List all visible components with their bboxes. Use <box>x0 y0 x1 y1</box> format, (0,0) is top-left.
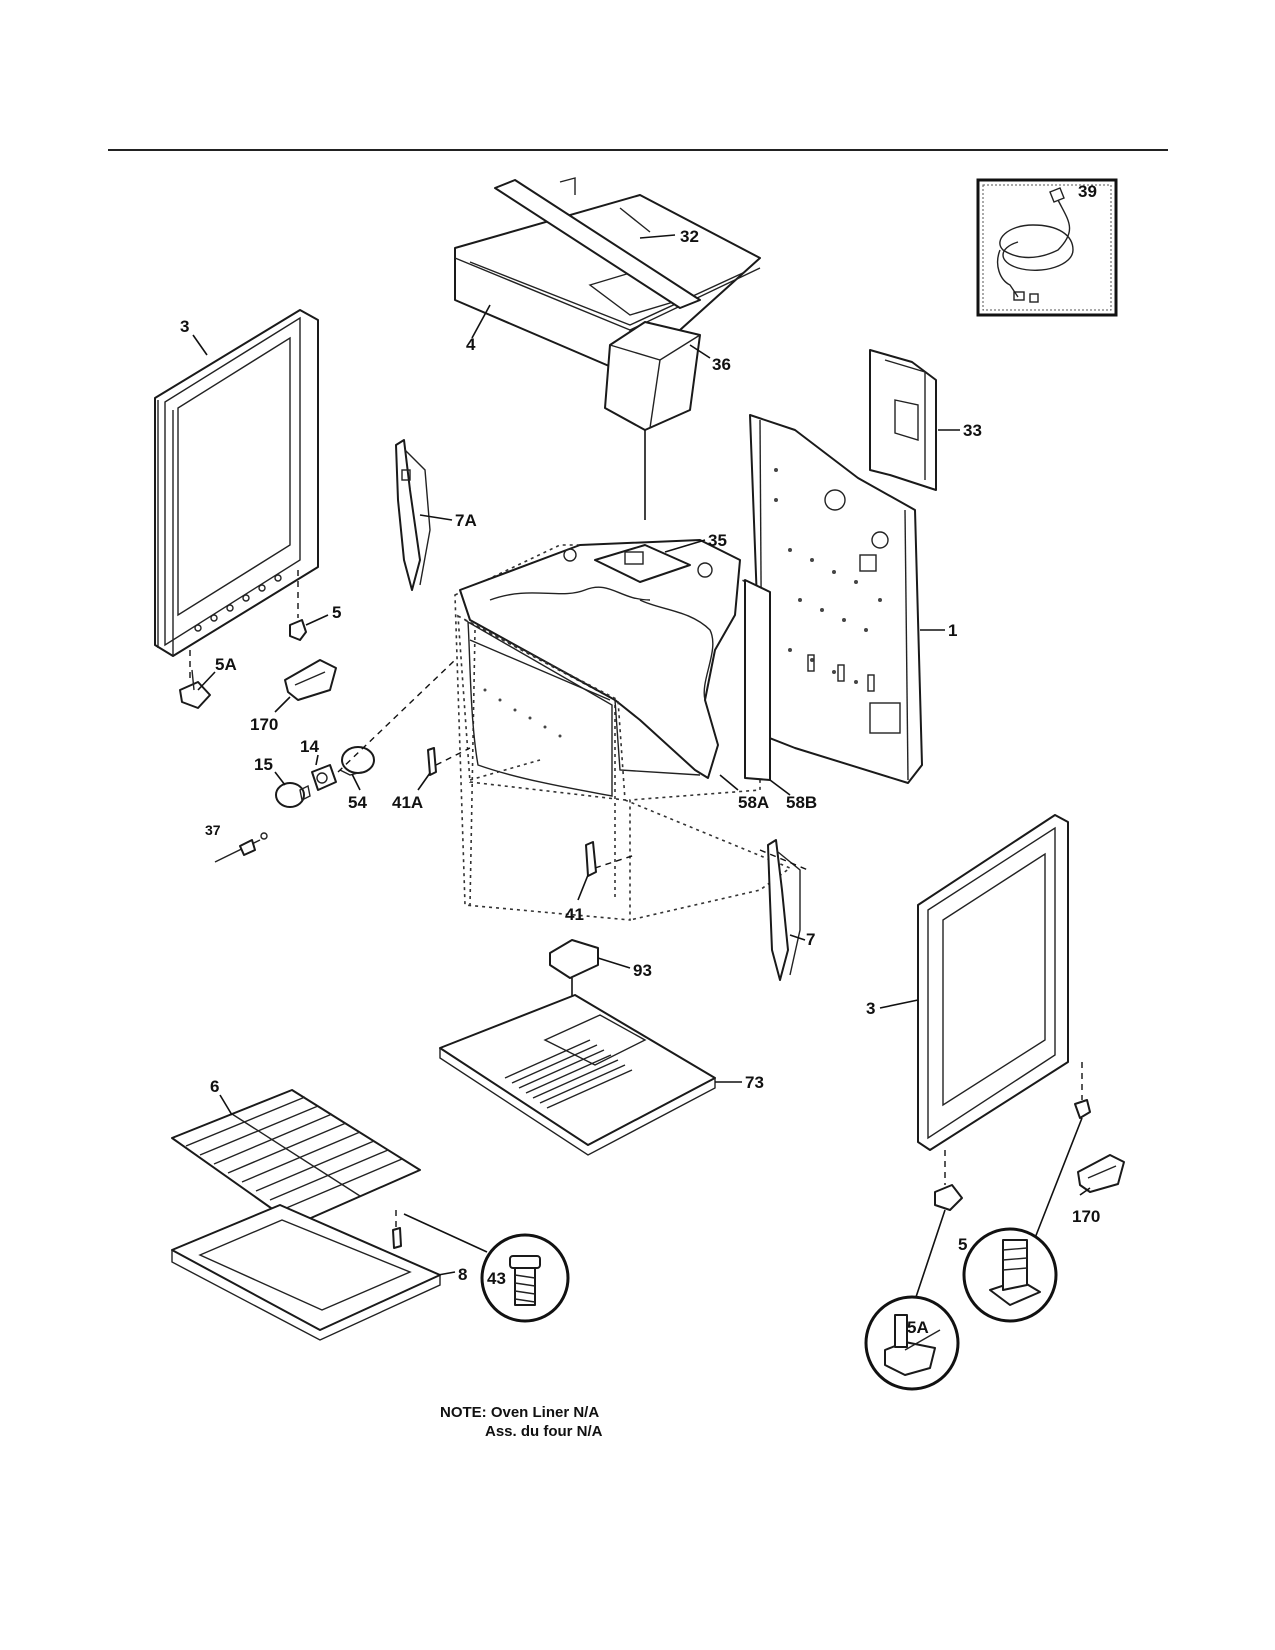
callout-8: 8 <box>458 1265 467 1284</box>
callout-5A-detail: 5A <box>907 1318 929 1337</box>
part-14-light-socket[interactable] <box>311 764 337 791</box>
callout-93: 93 <box>633 961 652 980</box>
callout-3-left: 3 <box>180 317 189 336</box>
part-15-light-bulb[interactable] <box>275 782 311 808</box>
part-5A-hinge-right[interactable] <box>934 1150 963 1211</box>
part-93-cover[interactable] <box>549 939 599 1000</box>
callout-43: 43 <box>487 1269 506 1288</box>
part-7-rack-support-right[interactable] <box>759 839 809 981</box>
leader-lines <box>192 234 1091 1276</box>
callout-170-right: 170 <box>1072 1207 1100 1226</box>
part-5-leveling-leg-left[interactable] <box>289 570 307 641</box>
callout-41A: 41A <box>392 793 423 812</box>
callout-5A-left: 5A <box>215 655 237 674</box>
part-43-screw-detail[interactable] <box>403 1213 570 1323</box>
callout-58A: 58A <box>738 793 769 812</box>
callout-14: 14 <box>300 737 319 756</box>
part-37-oven-sensor[interactable] <box>214 832 268 863</box>
part-58A-insulation-wrap[interactable] <box>459 539 741 779</box>
callout-5-left: 5 <box>332 603 341 622</box>
part-5-leg-detail[interactable] <box>962 1117 1083 1323</box>
callout-15: 15 <box>254 755 273 774</box>
callout-35: 35 <box>708 531 727 550</box>
part-5A-hinge-left[interactable] <box>179 650 211 709</box>
callout-170-left: 170 <box>250 715 278 734</box>
part-39-power-cord[interactable] <box>976 178 1118 317</box>
note-line-2: Ass. du four N/A <box>485 1423 603 1440</box>
part-43-screw-small <box>392 1227 402 1249</box>
part-5-leveling-leg-right[interactable] <box>1074 1062 1091 1119</box>
note-line-1: NOTE: Oven Liner N/A <box>440 1404 599 1421</box>
part-3-oven-door-right[interactable] <box>917 814 1069 1151</box>
part-33-rear-cover[interactable] <box>869 349 937 491</box>
callout-54: 54 <box>348 793 367 812</box>
callout-33: 33 <box>963 421 982 440</box>
part-5A-hinge-detail[interactable] <box>864 1209 960 1391</box>
part-170-bracket-right[interactable] <box>1077 1154 1125 1193</box>
callout-39: 39 <box>1078 182 1097 201</box>
part-32-top-brace[interactable] <box>494 177 701 309</box>
callout-4: 4 <box>466 335 476 354</box>
note-block: NOTE: Oven Liner N/A Ass. du four N/A <box>440 1404 603 1440</box>
callout-1: 1 <box>948 621 957 640</box>
part-1-back-panel[interactable] <box>749 414 923 784</box>
part-3-oven-door-left[interactable] <box>154 309 319 657</box>
callout-6: 6 <box>210 1077 219 1096</box>
callout-41: 41 <box>565 905 584 924</box>
callout-7: 7 <box>806 930 815 949</box>
part-4-top-frame[interactable] <box>454 194 761 376</box>
callout-58B: 58B <box>786 793 817 812</box>
part-41A-clip[interactable] <box>427 747 471 776</box>
callout-37: 37 <box>205 822 221 838</box>
callout-labels: 39 32 4 3 36 33 7A 35 5 1 5A 170 14 15 5… <box>180 182 1100 1337</box>
callout-36: 36 <box>712 355 731 374</box>
part-36-vent-duct[interactable] <box>604 321 701 520</box>
part-54-light-lens[interactable] <box>339 746 375 776</box>
callout-7A: 7A <box>455 511 477 530</box>
part-73-oven-bottom[interactable] <box>439 994 716 1156</box>
part-8-broiler-pan[interactable] <box>171 1204 441 1341</box>
part-41-clip[interactable] <box>585 841 636 877</box>
callout-32: 32 <box>680 227 699 246</box>
callout-5-detail: 5 <box>958 1235 967 1254</box>
part-170-bracket-left[interactable] <box>284 659 337 701</box>
callout-3-right: 3 <box>866 999 875 1018</box>
part-6-oven-rack[interactable] <box>171 1089 421 1226</box>
oven-cavity-front-frame <box>457 614 626 801</box>
callout-73: 73 <box>745 1073 764 1092</box>
part-35-vent-plate[interactable] <box>594 544 691 583</box>
part-7A-rack-support-left[interactable] <box>395 439 431 591</box>
